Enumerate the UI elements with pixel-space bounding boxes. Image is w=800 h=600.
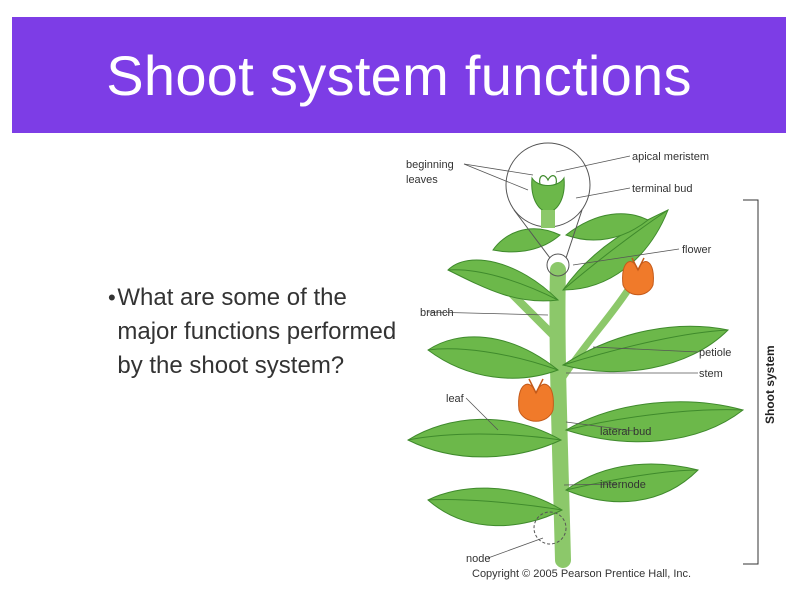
magnifier-line-right [565,209,583,259]
bullet-marker: • [108,285,116,310]
label-stem: stem [699,368,723,380]
bullet-list: • What are some of the major functions p… [108,281,398,383]
label-internode: internode [600,479,646,491]
label-shoot-system: Shoot system [763,345,777,424]
apical-bud [531,175,565,228]
label-petiole: petiole [699,347,731,359]
title-banner: Shoot system functions [12,17,786,133]
flower-lower [518,378,554,422]
label-apical-meristem: apical meristem [632,151,709,163]
label-leaves: leaves [406,174,438,186]
label-node: node [466,553,490,565]
copyright-notice: Copyright © 2005 Pearson Prentice Hall, … [472,568,691,580]
flower-top [622,257,654,296]
leaf-shape [427,336,560,379]
stem-shape [549,262,571,568]
shoot-system-bracket [743,199,759,565]
leaf-shape [447,259,560,302]
plant-diagram: beginning leaves apical meristem termina… [406,142,777,580]
leaves-group [406,208,745,527]
label-beginning: beginning [406,159,454,171]
leader-lines [427,155,699,559]
branch-right-shape [557,286,632,384]
label-lateral-bud: lateral bud [600,426,651,438]
label-terminal-bud: terminal bud [632,183,693,195]
leaf-shape [564,401,745,443]
node-circle [533,511,567,545]
magnifier-line-left [513,209,551,259]
terminal-bud-circle [546,253,570,277]
leaf-shape [492,228,561,253]
leaf-veins [407,209,744,511]
slide-title: Shoot system functions [106,43,692,107]
bullet-question: What are some of the major functions per… [117,284,397,379]
label-leaf: leaf [446,393,465,405]
label-branch: branch [420,307,454,319]
leaf-shape [406,418,563,458]
label-flower: flower [682,244,712,256]
leaf-shape [564,213,649,241]
